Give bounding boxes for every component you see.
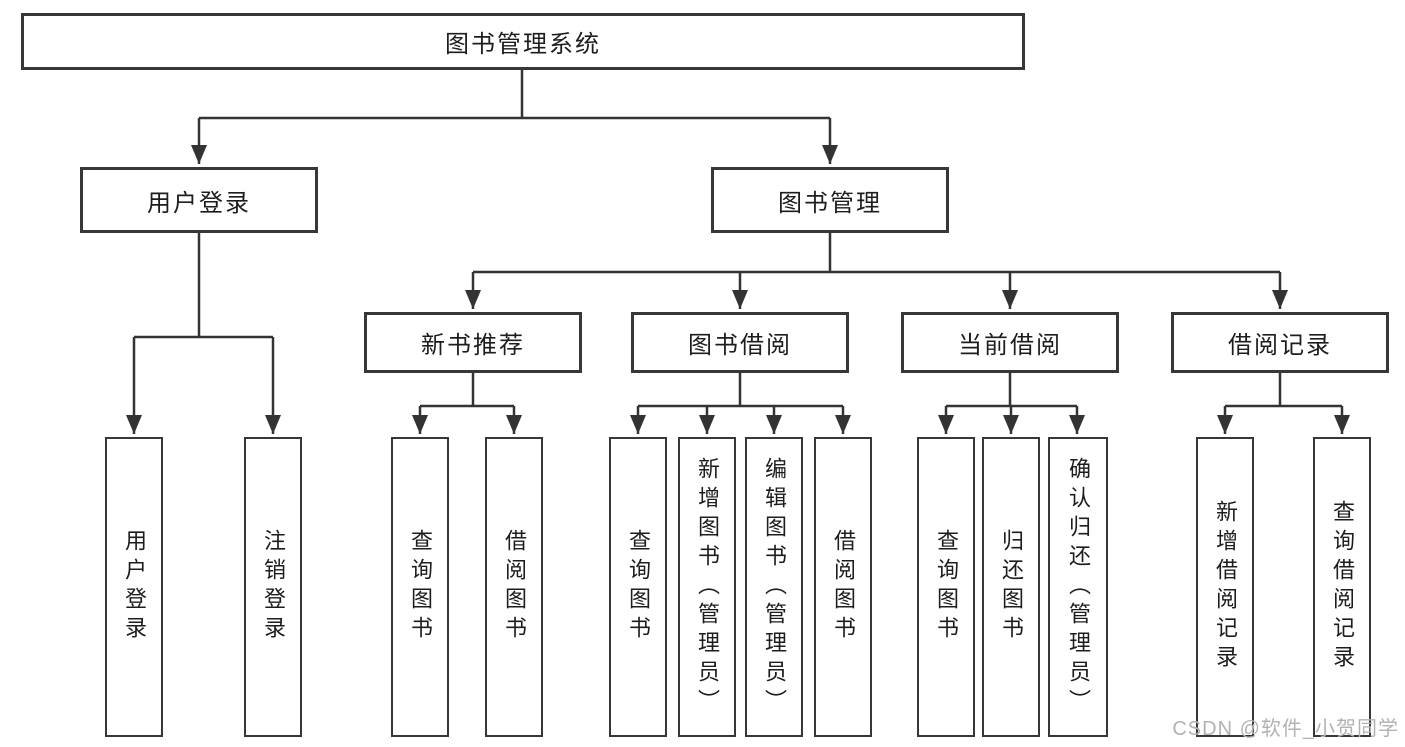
node-new-book-recommendation: 新书推荐	[364, 312, 582, 373]
leaf-confirm-return-admin: 确认归还（管理员）	[1048, 437, 1108, 737]
node-library-management-system: 图书管理系统	[21, 13, 1025, 70]
connector-arrows	[126, 118, 1350, 434]
connector-stems	[134, 70, 1342, 408]
leaf-query-books-recommend: 查询图书	[391, 437, 449, 737]
leaf-edit-book-admin: 编辑图书（管理员）	[745, 437, 803, 737]
leaf-query-books-borrowing: 查询图书	[609, 437, 667, 737]
node-book-management: 图书管理	[711, 167, 949, 233]
csdn-watermark: CSDN @软件_小贺同学	[1172, 718, 1399, 740]
node-user-login: 用户登录	[80, 167, 318, 233]
leaf-return-books: 归还图书	[982, 437, 1040, 737]
leaf-borrow-books-borrowing: 借阅图书	[814, 437, 872, 737]
leaf-add-book-admin: 新增图书（管理员）	[678, 437, 736, 737]
leaf-query-books-current: 查询图书	[917, 437, 975, 737]
node-current-borrowing: 当前借阅	[901, 312, 1119, 373]
leaf-user-login: 用户登录	[105, 437, 163, 737]
leaf-borrow-books-recommend: 借阅图书	[485, 437, 543, 737]
node-book-borrowing: 图书借阅	[631, 312, 849, 373]
leaf-add-borrow-record: 新增借阅记录	[1196, 437, 1254, 737]
leaf-query-borrow-record: 查询借阅记录	[1313, 437, 1371, 737]
node-borrowing-records: 借阅记录	[1171, 312, 1389, 373]
leaf-logout: 注销登录	[244, 437, 302, 737]
